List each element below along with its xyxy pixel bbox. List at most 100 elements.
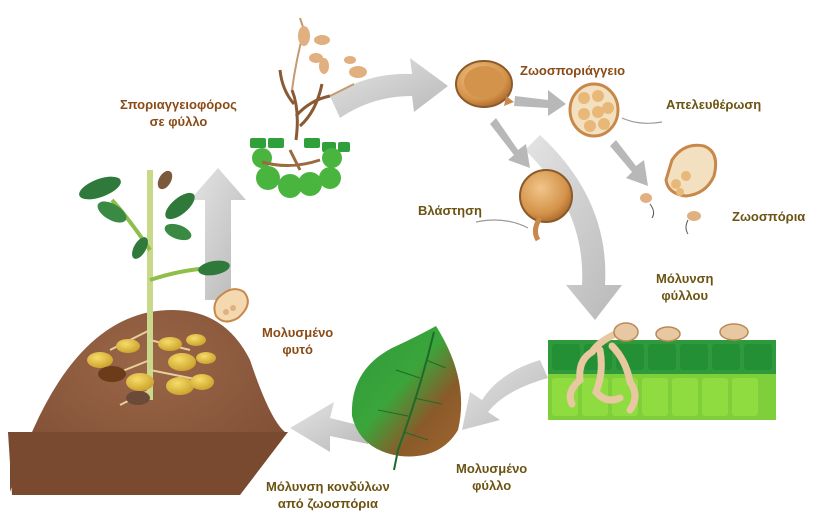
leaf-cell	[582, 378, 608, 416]
sporangium	[309, 53, 323, 63]
tuber	[87, 352, 113, 368]
label-leaf-infection-line2: φύλλου	[661, 288, 709, 303]
zoospore-cell	[578, 108, 590, 120]
zoospore-cell	[592, 106, 604, 118]
leaf-cell	[732, 378, 758, 416]
sporangiophore-stalk	[278, 69, 331, 141]
label-infected-plant: Μολυσμένο φυτό	[262, 324, 333, 358]
zoospore-cell	[671, 179, 681, 189]
empty-sporangium	[664, 143, 718, 198]
label-tuber-infection: Μόλυνση κονδύλων από ζωοσπόρια	[266, 478, 390, 512]
label-infected-leaf-line1: Μολυσμένο	[456, 461, 528, 476]
arrow-to-germination	[490, 118, 530, 168]
label-sporangiophore-line2: σε φύλλο	[149, 114, 208, 129]
zoospore-cell	[598, 118, 610, 130]
zoospore-flagella	[649, 203, 655, 219]
arrow-sporangiophore-to-zoosporangium	[330, 58, 448, 118]
zoospore-on-leaf	[613, 322, 639, 342]
leaf-cell	[338, 142, 350, 152]
leaf-cell	[278, 174, 302, 198]
leaf-infection-section	[548, 322, 776, 420]
leaf-cell	[298, 172, 322, 196]
seed-tuber	[126, 391, 150, 405]
zoosporangium-group	[455, 60, 718, 242]
zoosporangium-tip	[504, 96, 514, 106]
arrow-infected-leaf-to-tubers	[290, 402, 370, 452]
leaf-cell	[672, 378, 698, 416]
infected-leaf	[351, 326, 462, 471]
sporangium	[319, 58, 329, 74]
small-zoospore	[223, 309, 229, 315]
label-leaf-infection: Μόλυνση φύλλου	[656, 270, 713, 304]
label-infected-plant-line2: φυτό	[282, 342, 313, 357]
pointer-release	[621, 117, 663, 124]
label-sporangiophore-line1: Σποριαγγειοφόρος	[120, 97, 237, 112]
leaf-midrib	[393, 331, 435, 471]
arrow-to-sporangium-release	[514, 90, 566, 116]
label-zoospores: Ζωοσπόρια	[732, 209, 806, 224]
tuber	[196, 352, 216, 364]
plant-leaf	[164, 223, 192, 241]
zoospore-flagella	[685, 219, 689, 235]
label-infected-plant-line1: Μολυσμένο	[262, 325, 334, 340]
plant-leaf	[97, 201, 127, 223]
label-zoosporangium: Ζωοσποριάγγειο	[520, 63, 626, 78]
small-sporangium	[213, 288, 249, 323]
pointer-germination	[475, 219, 529, 229]
leaf-cell	[256, 166, 280, 190]
label-infected-leaf-line2: φύλλο	[472, 478, 512, 493]
label-infected-leaf: Μολυσμένο φύλλο	[456, 460, 527, 494]
leaf-cell	[680, 344, 708, 370]
sporangiophore-on-leaf	[250, 17, 367, 198]
leaf-cell	[712, 344, 740, 370]
zoospore-on-leaf	[655, 326, 681, 342]
cycle-arrows	[190, 58, 648, 452]
tuber	[168, 353, 196, 371]
label-tuber-infection-line2: από ζωοσπόρια	[277, 496, 378, 511]
zoospore-cell	[584, 120, 596, 132]
leaf-cell	[322, 148, 342, 168]
tuber	[166, 377, 194, 395]
label-tuber-infection-line1: Μόλυνση κονδύλων	[266, 479, 390, 494]
germ-tube	[532, 216, 543, 242]
released-zoospore	[687, 211, 701, 221]
sporangium	[349, 66, 367, 78]
sporangium	[298, 26, 310, 46]
sporangium	[344, 56, 356, 64]
leaf-cell	[648, 344, 676, 370]
tuber	[98, 366, 126, 382]
plant-leaf	[79, 176, 121, 200]
leaf-cell	[250, 138, 266, 148]
zoospore-on-leaf	[719, 323, 749, 341]
tuber	[186, 334, 206, 346]
leaf-cell	[319, 167, 341, 189]
arrow-zoosporangium-to-leaf-infection	[525, 135, 622, 320]
zoospore-cell	[602, 102, 614, 114]
plant-leaf	[132, 237, 148, 259]
zoospore-cell	[592, 90, 604, 102]
small-zoospore	[230, 305, 236, 311]
soil-base	[8, 432, 288, 495]
invading-hypha	[566, 328, 639, 414]
germinating-sporangium	[519, 169, 573, 223]
tuber	[126, 373, 154, 391]
leaf-blade	[351, 326, 462, 457]
sporangium	[314, 35, 330, 45]
pointer-lines	[475, 117, 663, 229]
tuber	[158, 337, 182, 351]
zoospore-cell	[676, 188, 684, 196]
hypha	[261, 149, 321, 171]
plant-leaf	[165, 192, 195, 220]
plant-leaf-infected	[157, 170, 173, 190]
label-sporangiophore: Σποριαγγειοφόρος σε φύλλο	[120, 96, 237, 130]
leaf-cell	[268, 138, 284, 148]
label-germination: Βλάστηση	[418, 203, 482, 218]
leaf-cell	[744, 344, 772, 370]
plant-leaf	[198, 260, 230, 276]
leaf-cell	[702, 378, 728, 416]
zoospore-cell	[578, 92, 590, 104]
leaf-cell	[304, 138, 320, 148]
infected-plant-with-tubers	[8, 170, 288, 495]
leaf-veins	[377, 359, 447, 441]
